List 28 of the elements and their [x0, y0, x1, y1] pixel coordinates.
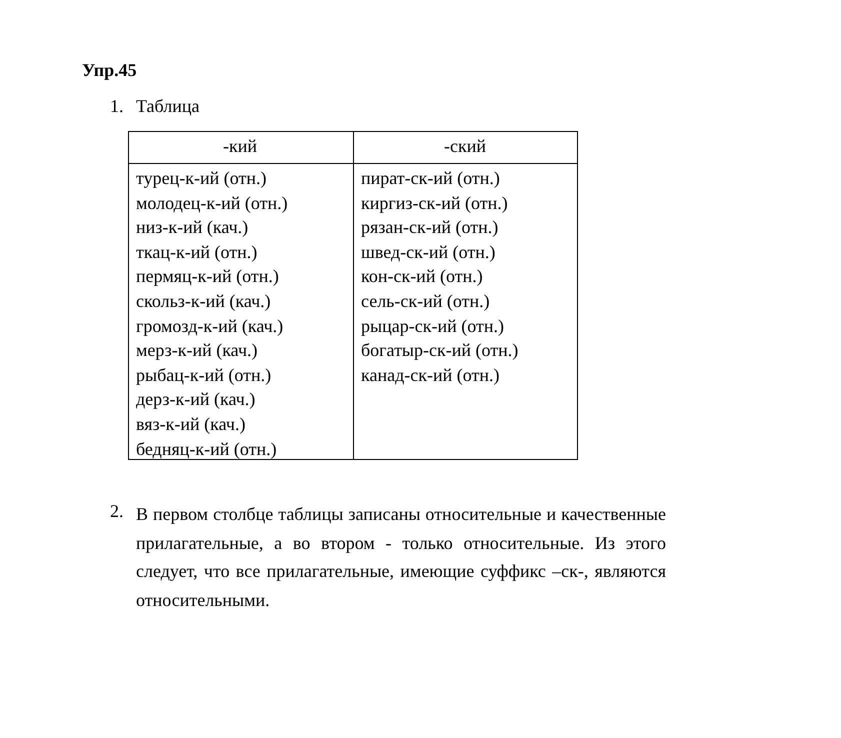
word-entry: бедняц-к-ий (отн.)	[136, 438, 277, 460]
word-entry: канад-ск-ий (отн.)	[361, 364, 500, 386]
list-item-text: Таблица	[136, 95, 200, 117]
word-entry: пермяц-к-ий (отн.)	[136, 265, 279, 288]
word-entry: швед-ск-ий (отн.)	[361, 240, 496, 263]
word-entry: дерз-к-ий (кач.)	[136, 388, 256, 410]
word-entry: рыбац-к-ий (отн.)	[136, 364, 272, 386]
word-entry: ткац-к-ий (отн.)	[136, 240, 258, 263]
list-number: 2.	[110, 500, 124, 522]
word-entry: молодец-к-ий (отн.)	[136, 192, 288, 214]
paragraph: В первом столбце таблицы записаны относительные и качественные прилагательные, а во втором - только относительные. Из этого следует, что все прилагательные, имеющие суффикс –ск-, являются относительными.	[136, 503, 666, 612]
word-entry: пират-ск-ий (отн.)	[361, 167, 500, 189]
word-entry: богатыр-ск-ий (отн.)	[361, 339, 518, 362]
word-entry: киргиз-ск-ий (отн.)	[361, 192, 508, 214]
word-entry: низ-к-ий (кач.)	[136, 216, 248, 238]
column-header: -кий	[222, 135, 258, 157]
word-entry: мерз-к-ий (кач.)	[136, 339, 258, 362]
word-entry: рыцар-ск-ий (отн.)	[361, 314, 504, 337]
word-entry: сель-ск-ий (отн.)	[361, 290, 490, 312]
exercise-title: Упр.45	[82, 59, 137, 81]
word-entry: кон-ск-ий (отн.)	[361, 265, 483, 288]
list-number: 1.	[110, 95, 124, 117]
column-header: -ский	[443, 135, 487, 157]
word-entry: турец-к-ий (отн.)	[136, 167, 266, 189]
word-entry: вяз-к-ий (кач.)	[136, 413, 246, 435]
word-entry: скольз-к-ий (кач.)	[136, 290, 271, 312]
word-entry: громозд-к-ий (кач.)	[136, 314, 284, 337]
word-entry: рязан-ск-ий (отн.)	[361, 216, 498, 238]
